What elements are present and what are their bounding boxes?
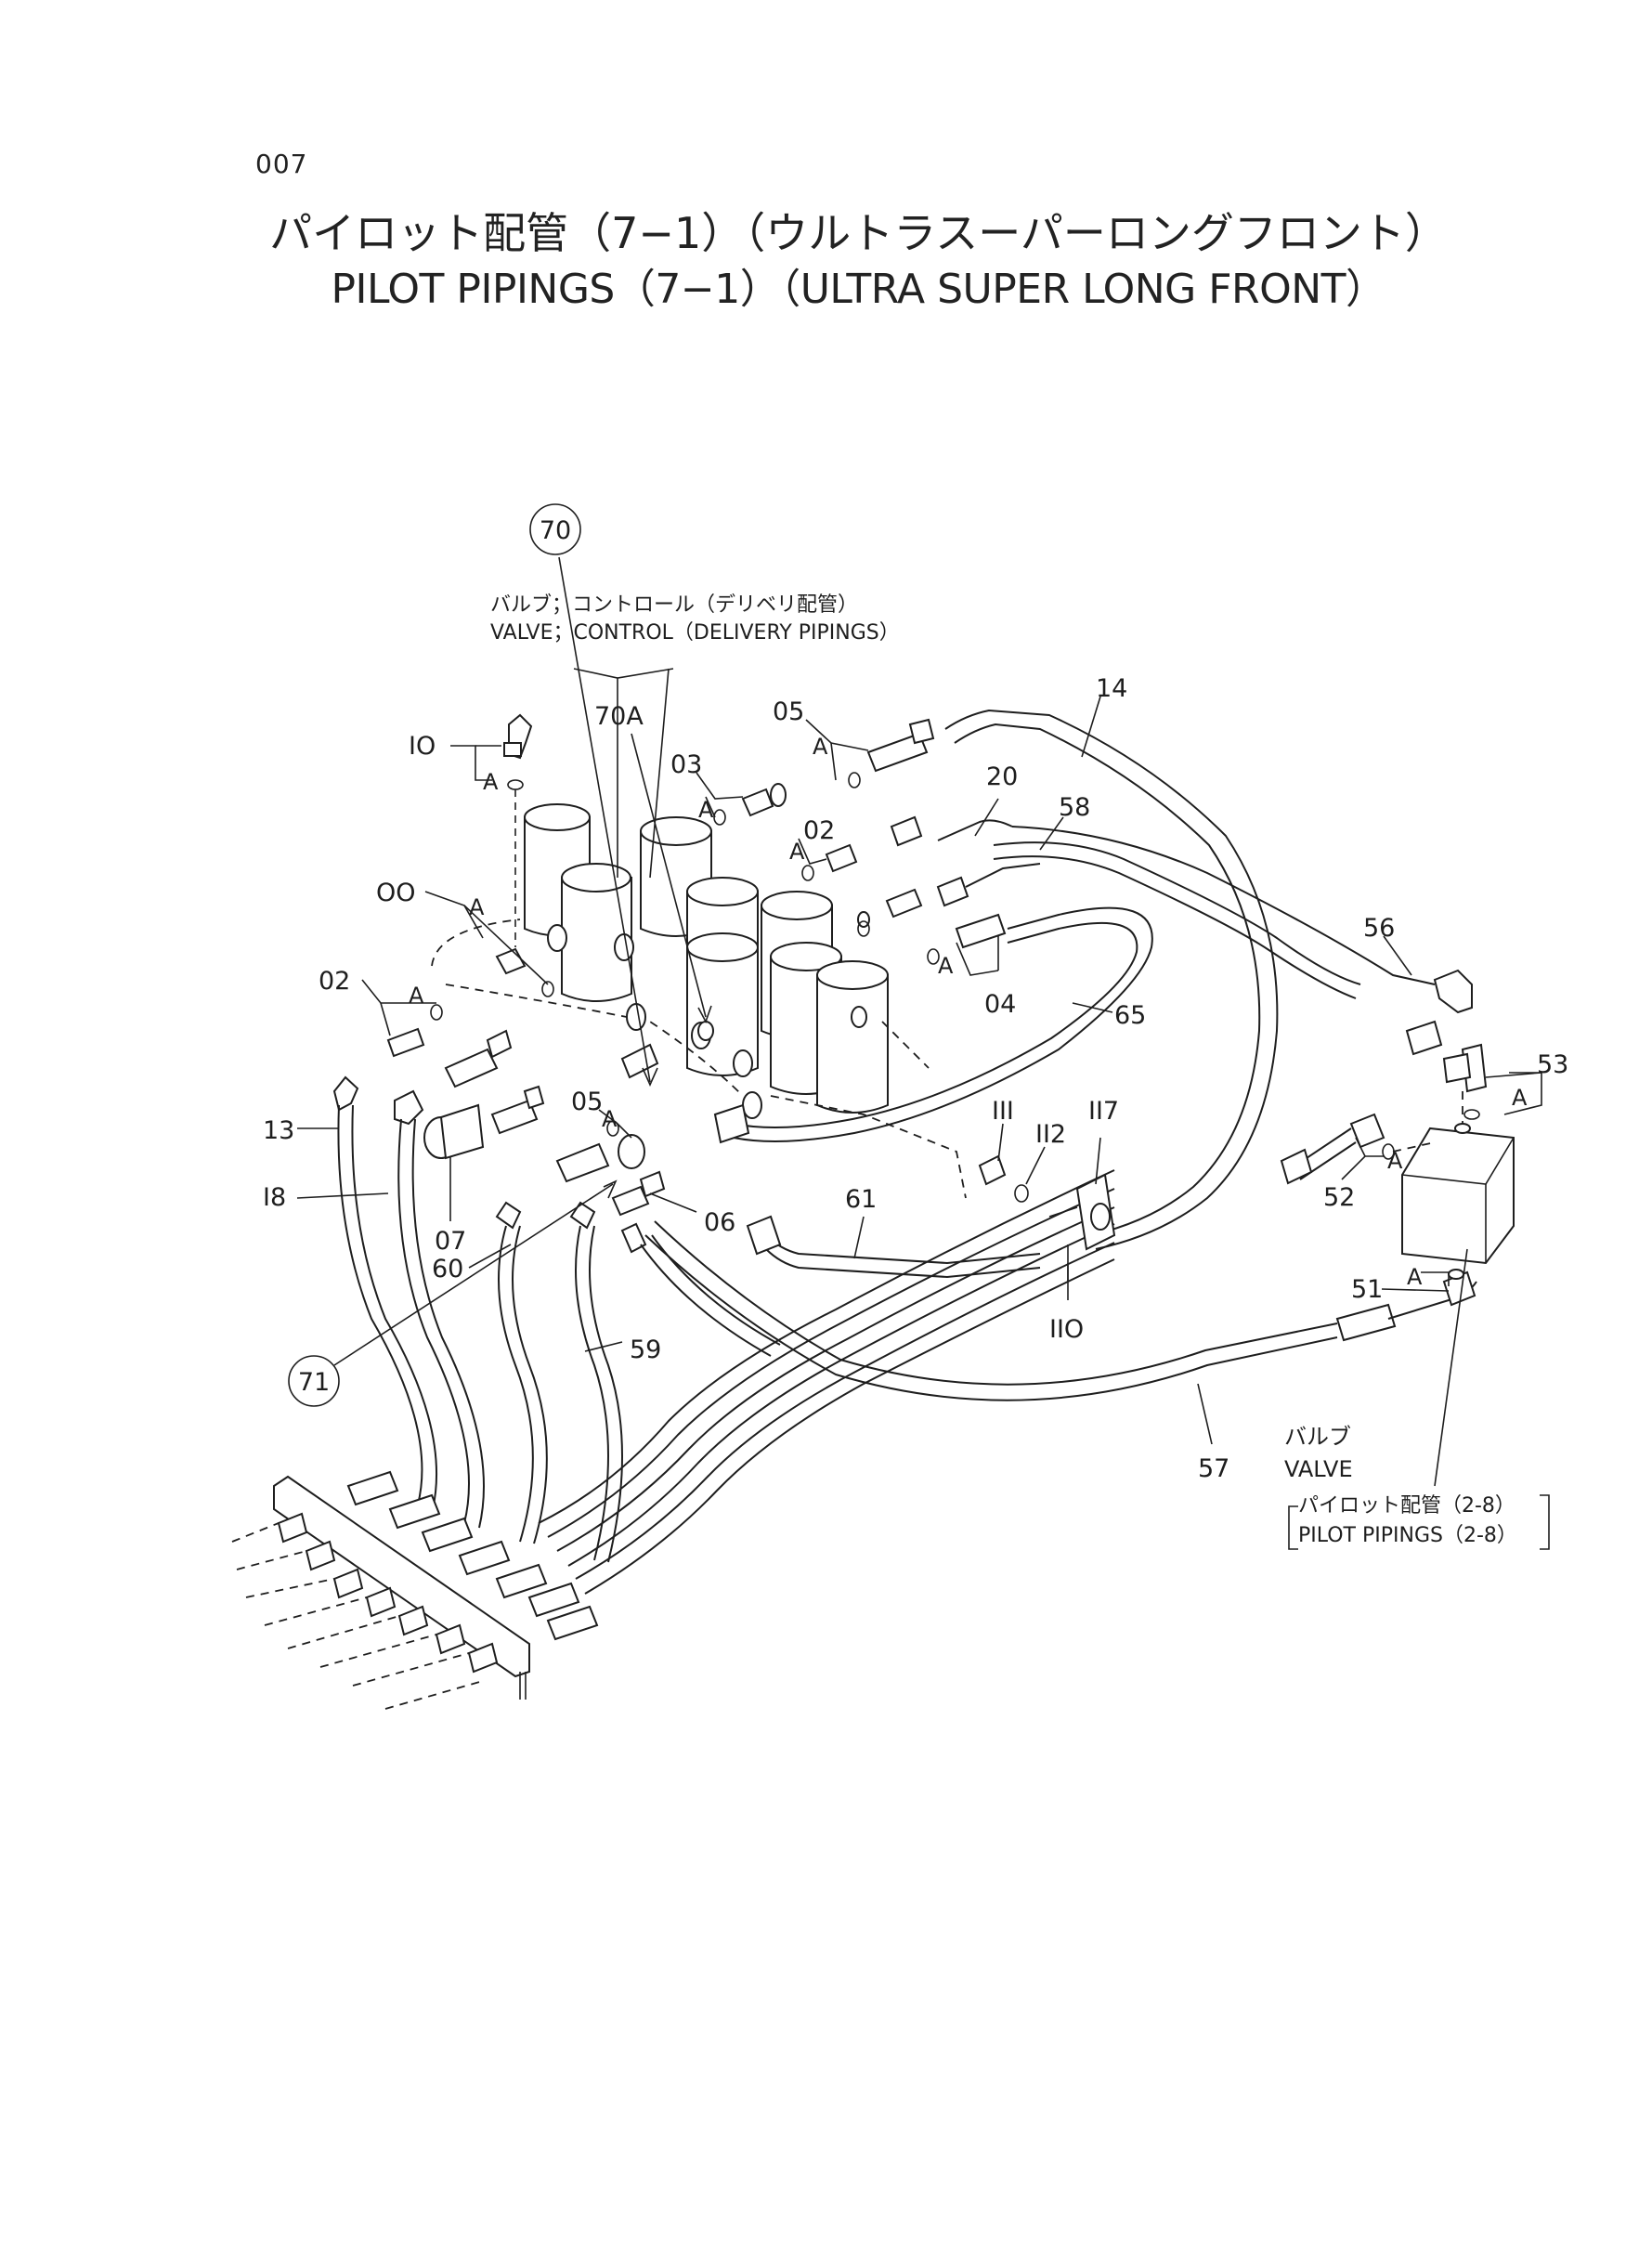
label-06: 06 — [704, 1208, 735, 1237]
label-60: 60 — [432, 1255, 463, 1283]
label-110: IIO — [1049, 1315, 1084, 1344]
hoses — [337, 709, 1477, 1595]
label-52: 52 — [1323, 1183, 1355, 1212]
label-65: 65 — [1114, 1001, 1146, 1030]
marker-a: A — [1407, 1264, 1423, 1290]
label-07: 07 — [435, 1227, 466, 1256]
label-03: 03 — [670, 750, 702, 779]
annotation-control-valve-en: VALVE；CONTROL（DELIVERY PIPINGS） — [490, 621, 900, 645]
fittings-left — [332, 713, 1029, 1254]
label-71: 71 — [298, 1368, 330, 1397]
marker-a: A — [698, 797, 714, 823]
label-59: 59 — [630, 1335, 661, 1364]
pilot-valve-block — [1280, 1043, 1515, 1280]
annotation-valve-en: VALVE — [1284, 1456, 1353, 1482]
circled-part-labels: 70 71 — [288, 503, 581, 1407]
annotation-valve-jp: バルブ — [1284, 1424, 1351, 1450]
label-70: 70 — [540, 516, 571, 545]
label-117: II7 — [1088, 1097, 1119, 1126]
label-51: 51 — [1351, 1275, 1383, 1304]
label-02-mid: 02 — [803, 816, 835, 845]
label-56: 56 — [1363, 914, 1395, 943]
marker-a: A — [789, 839, 805, 865]
label-53: 53 — [1537, 1050, 1568, 1079]
page-number: 007 — [255, 149, 308, 179]
label-04: 04 — [984, 990, 1016, 1019]
marker-a: A — [409, 983, 424, 1009]
label-18: I8 — [263, 1183, 286, 1212]
connection-markers: A A A A A A A A A A A — [409, 734, 1528, 1290]
annotation-control-valve-jp: バルブ；コントロール（デリベリ配管） — [490, 593, 858, 617]
label-57: 57 — [1198, 1454, 1229, 1483]
label-02-left: 02 — [319, 967, 350, 996]
marker-a: A — [602, 1106, 618, 1132]
annotation-ref-jp: パイロット配管（2-8） — [1298, 1494, 1515, 1518]
label-13: 13 — [263, 1116, 294, 1145]
label-20: 20 — [986, 762, 1018, 791]
label-70a: 70A — [594, 702, 644, 731]
marker-a: A — [813, 734, 828, 760]
label-58: 58 — [1059, 793, 1090, 822]
label-14: 14 — [1096, 674, 1127, 703]
marker-a: A — [938, 953, 954, 979]
annotation-ref-en: PILOT PIPINGS（2-8） — [1298, 1524, 1517, 1547]
part-number-labels: 70A IO OO 02 02 03 04 05 05 06 07 13 14 … — [263, 674, 1568, 1483]
label-111: III — [992, 1097, 1014, 1126]
leader-lines — [296, 556, 1550, 1550]
label-05-mid: 05 — [571, 1088, 603, 1116]
marker-a: A — [1387, 1148, 1403, 1174]
title-japanese: パイロット配管（7−1）（ウルトラスーパーロングフロント） — [269, 208, 1448, 258]
marker-a: A — [483, 769, 499, 795]
label-61: 61 — [845, 1185, 877, 1214]
title-english: PILOT PIPINGS（7−1）（ULTRA SUPER LONG FRON… — [331, 266, 1386, 313]
bulkhead-plate — [231, 1470, 599, 1710]
marker-a: A — [1512, 1085, 1528, 1111]
control-valve-body — [431, 803, 967, 1199]
label-112: II2 — [1035, 1120, 1066, 1149]
label-05-top: 05 — [773, 697, 804, 726]
label-00: OO — [376, 879, 416, 907]
label-10: IO — [409, 732, 436, 761]
marker-a: A — [469, 894, 485, 920]
